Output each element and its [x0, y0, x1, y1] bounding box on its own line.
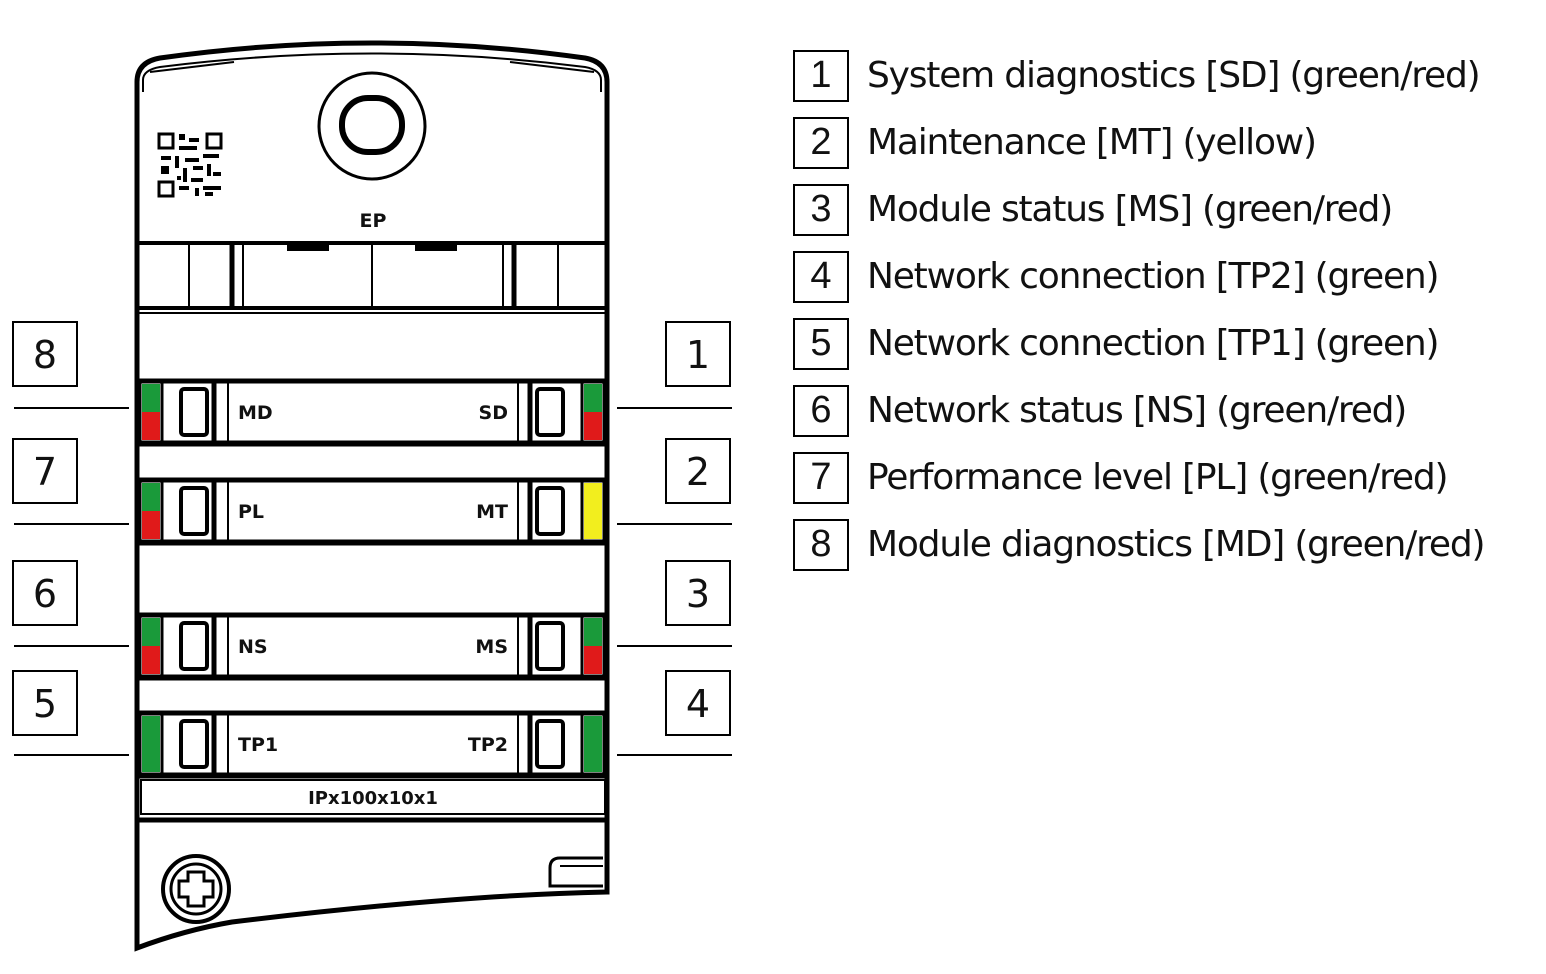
led-label-right: MS [475, 636, 508, 658]
legend-item: 1 System diagnostics [SD] (green/red) [793, 42, 1543, 109]
led-segment [584, 618, 602, 646]
callout-number: 2 [686, 450, 710, 494]
connector-slot [188, 245, 559, 306]
legend-item: 7 Performance level [PL] (green/red) [793, 444, 1543, 511]
led-segment [584, 646, 602, 674]
callout-number: 1 [686, 333, 710, 377]
light-guide [179, 719, 209, 769]
callouts: 8 7 6 5 1 2 3 4 [12, 321, 732, 756]
legend-text: Module status [MS] (green/red) [867, 189, 1393, 230]
screw-icon [161, 854, 231, 924]
right-led [584, 483, 602, 539]
legend-text: Module diagnostics [MD] (green/red) [867, 524, 1486, 565]
led-segment [584, 384, 602, 412]
light-guide [179, 486, 209, 536]
light-guide [179, 621, 209, 671]
legend-text: Network connection [TP2] (green) [867, 256, 1440, 297]
right-led [584, 618, 602, 674]
legend-number: 4 [793, 250, 849, 303]
led-segment [584, 412, 602, 440]
led-label-right: TP2 [468, 734, 508, 756]
left-led [142, 384, 160, 440]
led-label-left: NS [238, 636, 268, 658]
legend-item: 3 Module status [MS] (green/red) [793, 176, 1543, 243]
legend-number: 5 [793, 317, 849, 370]
round-button-icon [317, 71, 427, 181]
legend-item: 8 Module diagnostics [MD] (green/red) [793, 511, 1543, 578]
legend-number: 6 [793, 384, 849, 437]
led-label-right: MT [476, 501, 508, 523]
latch [548, 856, 603, 888]
light-guide [535, 387, 565, 437]
legend-text: Performance level [PL] (green/red) [867, 457, 1449, 498]
legend-number: 2 [793, 116, 849, 169]
callout-number: 3 [686, 572, 710, 616]
module-top-label: EP [360, 210, 387, 232]
right-led [584, 384, 602, 440]
callout-box: 5 [12, 670, 129, 756]
led-rows: MD SD PL MT NS MS TP1 TP2 [136, 378, 608, 779]
led-row: MD SD [136, 378, 608, 447]
callout-box: 8 [12, 321, 129, 409]
legend-number: 1 [793, 49, 849, 102]
module-diagram: EP MD SD PL MT NS MS TP1 TP2 IPx100x10x1 8 7 6 5 1 2… [12, 40, 732, 952]
qr-code-icon [157, 132, 223, 198]
legend-text: System diagnostics [SD] (green/red) [867, 55, 1481, 96]
led-label-left: TP1 [238, 734, 278, 756]
left-led [142, 716, 160, 772]
module-bottom-label: IPx100x10x1 [308, 788, 438, 809]
led-label-left: PL [238, 501, 264, 523]
callout-number: 7 [33, 450, 57, 494]
light-guide [535, 486, 565, 536]
legend-text: Network connection [TP1] (green) [867, 323, 1440, 364]
light-guide [535, 621, 565, 671]
led-row: PL MT [136, 477, 608, 546]
left-led [142, 618, 160, 674]
led-segment [142, 511, 160, 539]
callout-number: 4 [686, 682, 710, 726]
light-guide [179, 387, 209, 437]
led-label-right: SD [479, 402, 508, 424]
left-led [142, 483, 160, 539]
led-label-left: MD [238, 402, 273, 424]
callout-box: 7 [12, 438, 129, 525]
callout-box: 4 [617, 670, 732, 756]
legend-text: Maintenance [MT] (yellow) [867, 122, 1317, 163]
led-segment [142, 716, 160, 772]
legend: 1 System diagnostics [SD] (green/red) 2 Mai… [793, 42, 1543, 578]
legend-number: 3 [793, 183, 849, 236]
right-led [584, 716, 602, 772]
callout-box: 6 [12, 560, 129, 647]
legend-item: 5 Network connection [TP1] (green) [793, 310, 1543, 377]
housing-top-edge [142, 52, 602, 92]
led-segment [142, 618, 160, 646]
legend-item: 2 Maintenance [MT] (yellow) [793, 109, 1543, 176]
led-segment [142, 384, 160, 412]
callout-box: 1 [617, 321, 732, 409]
led-row: NS MS [136, 612, 608, 681]
callout-number: 6 [33, 572, 57, 616]
callout-number: 5 [33, 682, 57, 726]
led-segment [584, 483, 602, 539]
callout-number: 8 [33, 333, 57, 377]
led-segment [142, 483, 160, 511]
legend-number: 8 [793, 518, 849, 571]
led-row: TP1 TP2 [136, 710, 608, 779]
led-segment [142, 646, 160, 674]
legend-number: 7 [793, 451, 849, 504]
callout-box: 2 [617, 438, 732, 525]
legend-item: 6 Network status [NS] (green/red) [793, 377, 1543, 444]
light-guide [535, 719, 565, 769]
legend-text: Network status [NS] (green/red) [867, 390, 1407, 431]
callout-box: 3 [617, 560, 732, 647]
led-segment [584, 716, 602, 772]
legend-item: 4 Network connection [TP2] (green) [793, 243, 1543, 310]
led-segment [142, 412, 160, 440]
